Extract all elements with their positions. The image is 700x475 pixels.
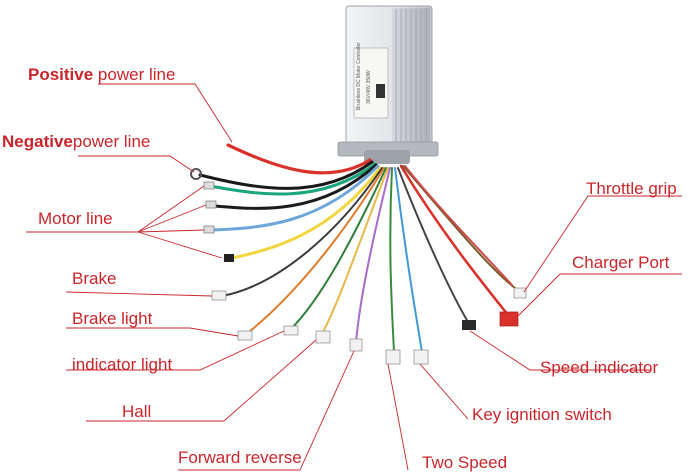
throttle-wire-b (404, 165, 513, 286)
leader-brake (65, 291, 213, 297)
charger-wire (399, 164, 510, 317)
negative-power-wire (198, 160, 374, 190)
leader-motor-2 (137, 204, 207, 233)
charger-connector (499, 311, 519, 327)
motor-wire-black (213, 163, 378, 210)
label-two-speed: Two Speed (422, 453, 508, 472)
indicator-connector (283, 325, 299, 336)
positive-power-wire (226, 143, 372, 175)
indicator-wire (289, 167, 387, 331)
label-positive-rest: power line (93, 65, 176, 84)
leader-speed-indicator (469, 330, 650, 371)
key-switch-connector (462, 320, 476, 330)
leader-key-ignition (419, 363, 469, 420)
leader-forward-reverse (178, 350, 355, 471)
leader-lines (26, 83, 682, 471)
leader-positive (98, 83, 233, 143)
leader-two-speed (387, 363, 409, 471)
fwd-rev-wire (389, 167, 395, 353)
leader-hall (86, 339, 317, 422)
motor-terminal-2 (205, 200, 217, 209)
motor-wire-blue (210, 164, 380, 232)
motor-terminal-1 (203, 181, 215, 190)
brake-wire (221, 167, 383, 297)
key-switch-wire (397, 167, 469, 323)
label-throttle-grip: Throttle grip (586, 179, 677, 198)
leader-negative (78, 155, 195, 173)
leader-throttle-grip (523, 195, 682, 293)
label-brake: Brake (72, 269, 117, 288)
leader-motor-3 (137, 229, 205, 233)
leader-charger-port (517, 273, 682, 317)
fwd-rev-connector (385, 349, 401, 365)
controller-housing: Brushless DC Motor Controller 36V/48V 35… (337, 5, 439, 164)
leader-indicator (66, 330, 285, 371)
label-hall: Hall (122, 402, 152, 421)
negative-ring-terminal (190, 168, 202, 180)
label-forward-reverse: Forward reverse (178, 448, 302, 467)
sticker-logo (376, 84, 385, 98)
controller-sticker-text: Brushless DC Motor Controller (356, 42, 362, 110)
label-key-ignition-switch: Key ignition switch (472, 405, 612, 424)
leader-brake-light (66, 327, 239, 337)
hall-wire-b (355, 167, 391, 343)
brake-light-connector (237, 330, 253, 341)
label-charger-port: Charger Port (572, 253, 670, 272)
brake-connector (211, 290, 227, 301)
motor-terminal-4 (224, 254, 234, 262)
label-negative-keyword: Negative (2, 132, 73, 151)
controller-spec-text: 36V/48V 350W (366, 70, 372, 104)
leader-motor-1 (137, 185, 205, 233)
motor-wire-yellow (230, 166, 382, 260)
brake-light-wire (243, 167, 385, 337)
label-motor-line: Motor line (38, 209, 113, 228)
label-negative-rest: power line (72, 132, 151, 151)
label-positive-keyword: Positive (28, 65, 94, 84)
label-positive-power-line: Positive power line (28, 66, 175, 83)
label-speed-indicator: Speed indicator (540, 358, 659, 377)
wire-bundle (198, 143, 521, 353)
label-indicator-light: indicator light (72, 355, 173, 374)
hall-connector-a (315, 330, 331, 344)
hall-wire-a (321, 167, 389, 335)
two-speed-wire (394, 167, 423, 353)
label-negative-power-line: Negativepower line (2, 133, 150, 150)
throttle-connector (513, 287, 527, 299)
two-speed-connector (413, 349, 429, 365)
hall-connector-b (349, 338, 363, 352)
motor-wire-green (208, 162, 377, 196)
connectors (190, 168, 527, 365)
leader-motor-4 (137, 231, 223, 259)
label-brake-light: Brake light (72, 309, 153, 328)
motor-terminal-3 (203, 225, 215, 234)
